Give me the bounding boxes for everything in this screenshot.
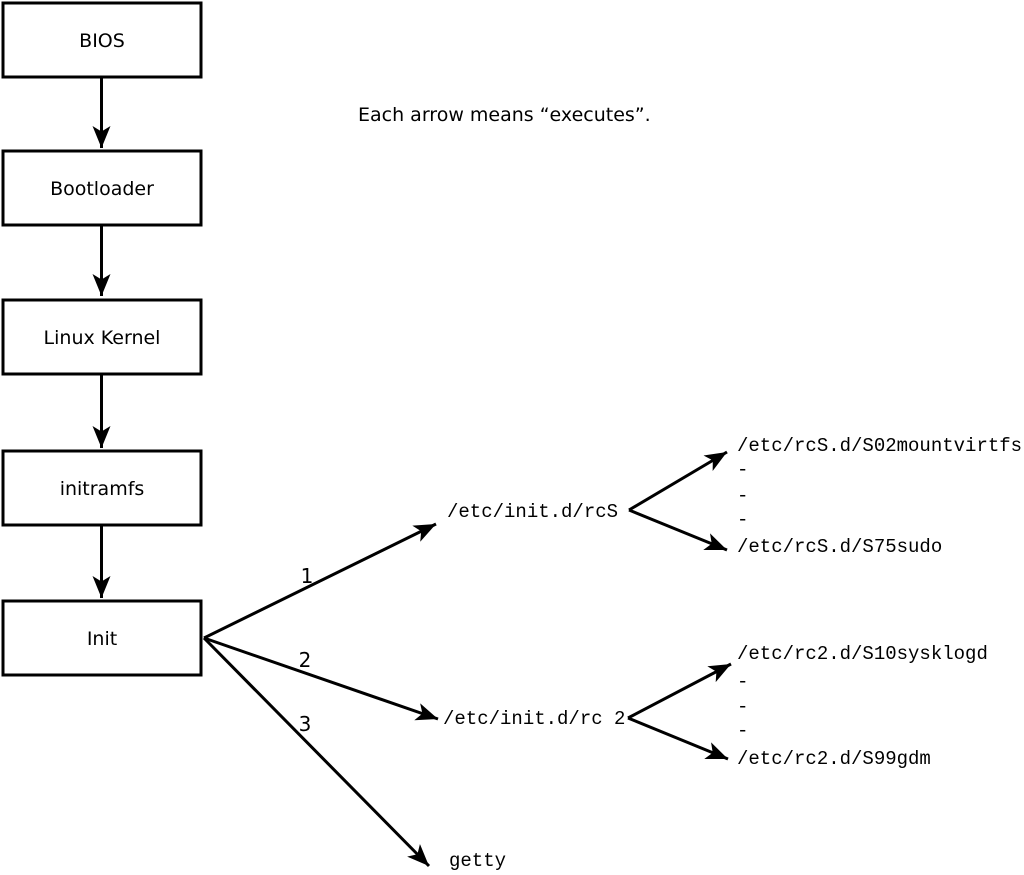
branch-order-1: 1 <box>301 564 314 588</box>
branch-order-2: 2 <box>299 648 312 672</box>
rc2-target-label: /etc/init.d/rc 2 <box>443 708 625 730</box>
arrow-init-to-getty <box>202 636 431 868</box>
branch-order-3: 3 <box>299 712 312 736</box>
bootloader-box: Bootloader <box>1 149 203 227</box>
initramfs-box: initramfs <box>1 449 203 527</box>
arrow-init-to-rc2 <box>203 636 439 721</box>
arrow-legend-note: Each arrow means “executes”. <box>358 104 651 126</box>
rc2-script-last: /etc/rc2.d/S99gdm <box>737 748 931 770</box>
rcs-script-first: /etc/rcS.d/S02mountvirtfs <box>737 435 1022 457</box>
bios-box-label: BIOS <box>79 30 125 52</box>
rcs-gap-dash-1: - <box>737 459 748 481</box>
getty-target-label: getty <box>449 850 506 872</box>
rcs-script-last: /etc/rcS.d/S75sudo <box>737 536 942 558</box>
initramfs-box-label: initramfs <box>60 478 145 500</box>
bootloader-box-label: Bootloader <box>50 178 154 200</box>
rc2-gap-dash-1: - <box>737 671 748 693</box>
arrow-rc2-to-first-script <box>627 662 732 720</box>
arrow-rcs-to-last-script <box>628 508 728 552</box>
linux-kernel-box-label: Linux Kernel <box>44 327 161 349</box>
arrow-init-to-rcs <box>203 522 437 640</box>
init-box-label: Init <box>87 628 117 650</box>
init-box: Init <box>1 599 203 677</box>
bootloader-box-rect <box>1 149 203 227</box>
bios-box: BIOS <box>1 1 203 79</box>
linux-kernel-box: Linux Kernel <box>1 298 203 376</box>
arrow-rcs-to-first-script <box>628 450 728 512</box>
bios-box-rect <box>1 1 203 79</box>
rc2-gap-dash-2: - <box>737 696 748 718</box>
init-box-rect <box>1 599 203 677</box>
initramfs-box-rect <box>1 449 203 527</box>
arrow-rc2-to-last-script <box>627 716 729 761</box>
rc2-script-first: /etc/rc2.d/S10sysklogd <box>737 643 988 665</box>
rcs-gap-dash-3: - <box>737 509 748 531</box>
rcs-target-label: /etc/init.d/rcS <box>447 501 618 523</box>
rc2-gap-dash-3: - <box>737 720 748 742</box>
rcs-gap-dash-2: - <box>737 485 748 507</box>
